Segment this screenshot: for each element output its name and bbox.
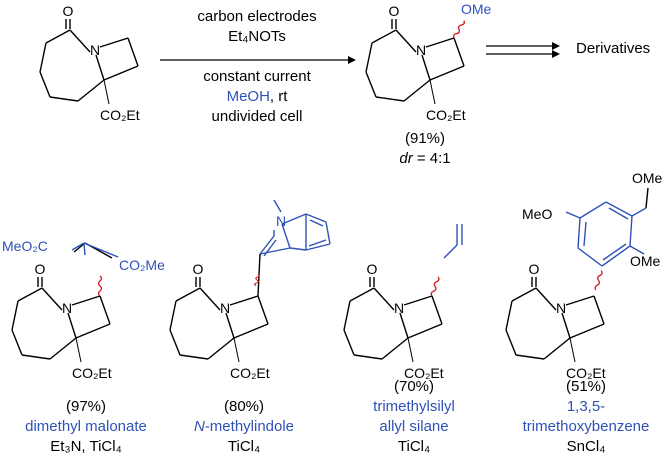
product4-reagent: SnCl₄ xyxy=(566,438,606,455)
atom-N-indole: N xyxy=(276,213,286,229)
main-dr: dr = 4:1 xyxy=(399,150,450,167)
atom-CO2Et: CO₂Et xyxy=(566,365,606,381)
atom-N: N xyxy=(90,42,100,58)
dr-label: dr xyxy=(399,150,413,167)
atom-OMe-bottom: OMe xyxy=(630,253,661,269)
product1-yield: (97%) xyxy=(65,398,107,415)
conditions-solvent: MeOH, rt xyxy=(227,88,288,105)
atom-N: N xyxy=(220,300,230,316)
atom-CO2Et: CO₂Et xyxy=(404,365,444,381)
main-yield: (91%) xyxy=(404,130,446,147)
atom-MeO: MeO xyxy=(522,206,552,222)
atom-CO2Et: CO₂Et xyxy=(230,365,270,381)
product1-nucleophile: dimethyl malonate xyxy=(25,418,147,435)
atom-CO2Et: CO₂Et xyxy=(100,107,140,123)
conditions-cell: undivided cell xyxy=(211,108,303,125)
atom-O: O xyxy=(193,261,204,277)
product2-nucleophile-rest: -methylindole xyxy=(204,418,295,435)
product3-nucleophile-line2: allyl silane xyxy=(379,418,449,435)
atom-CO2Et: CO₂Et xyxy=(72,365,112,381)
atom-O: O xyxy=(389,3,400,19)
atom-CO2Me: CO₂Me xyxy=(119,257,165,273)
atom-N: N xyxy=(416,42,426,58)
conditions-electrolyte: Et₄NOTs xyxy=(228,28,286,45)
atom-O: O xyxy=(63,3,74,19)
atom-OMe-top: OMe xyxy=(632,170,663,186)
atom-O: O xyxy=(35,261,46,277)
methoxy-product xyxy=(365,19,465,105)
product3-yield: (70%) xyxy=(393,378,435,395)
indole-product xyxy=(169,277,269,363)
atom-MeO2C: MeO₂C xyxy=(2,238,48,254)
product4-nucleophile-line1: 1,3,5- xyxy=(566,398,606,415)
conditions-electrodes: carbon electrodes xyxy=(197,8,317,25)
product4-nucleophile-line2: trimethoxybenzene xyxy=(522,418,650,435)
atom-N: N xyxy=(556,300,566,316)
trimethoxyphenyl-product xyxy=(505,277,605,363)
atom-CO2Et: CO₂Et xyxy=(426,107,466,123)
solvent-meoh: MeOH xyxy=(226,88,270,105)
product1-reagent: Et₃N, TiCl₄ xyxy=(50,438,122,455)
product2-reagent: TiCl₄ xyxy=(227,438,261,455)
temperature-rt: , rt xyxy=(269,88,288,105)
atom-N: N xyxy=(394,300,404,316)
atom-O: O xyxy=(529,261,540,277)
atom-OMe: OMe xyxy=(461,1,492,17)
product3-nucleophile-line1: trimethylsilyl xyxy=(373,398,455,415)
conditions-current: constant current xyxy=(203,68,311,85)
product2-nucleophile: N-methylindole xyxy=(194,418,294,435)
atom-N: N xyxy=(62,300,72,316)
product2-nucleophile-italic: N xyxy=(193,418,205,435)
product4-yield: (51%) xyxy=(565,378,607,395)
product2-yield: (80%) xyxy=(223,398,265,415)
starting-material xyxy=(39,19,139,105)
derivatives-label: Derivatives xyxy=(576,40,651,57)
dr-value: = 4:1 xyxy=(412,150,451,167)
malonate-product xyxy=(11,242,113,363)
multistep-arrow xyxy=(486,45,554,55)
atom-O: O xyxy=(367,261,378,277)
allyl-product xyxy=(343,277,443,363)
product3-reagent: TiCl₄ xyxy=(397,438,431,455)
